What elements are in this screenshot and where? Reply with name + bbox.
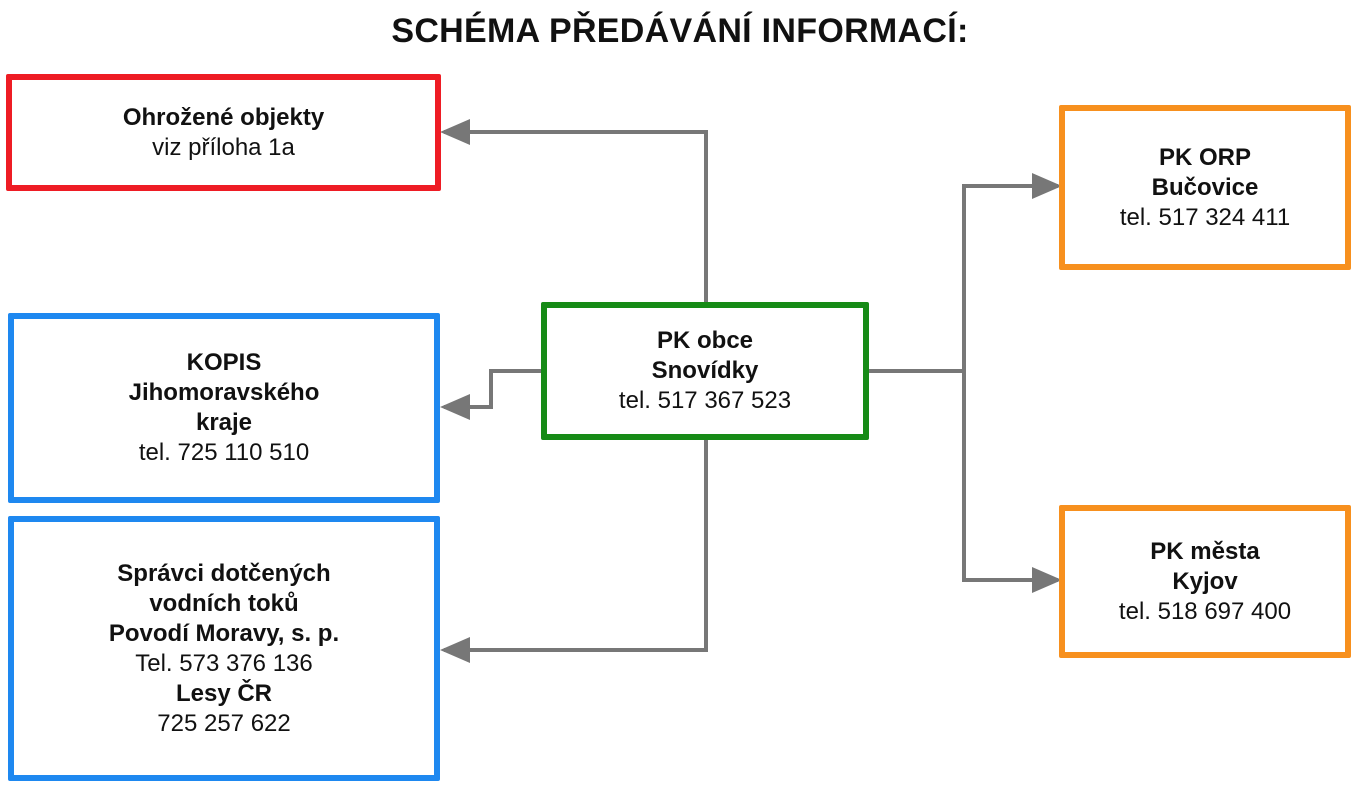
node-kopis-line2: Jihomoravského xyxy=(128,379,320,406)
node-pk-orp: PK ORP Bučovice tel. 517 324 411 xyxy=(1059,105,1351,270)
node-spravci: Správci dotčených vodních toků Povodí Mo… xyxy=(8,516,440,781)
node-kopis: KOPIS Jihomoravského kraje tel. 725 110 … xyxy=(8,313,440,503)
arrow-to-orp xyxy=(962,184,1058,371)
node-obec-phone: tel. 517 367 523 xyxy=(618,387,792,414)
node-orp-line2: Bučovice xyxy=(1151,173,1259,201)
arrowhead-mesto xyxy=(1032,567,1062,593)
node-spravci-phone1: Tel. 573 376 136 xyxy=(135,649,313,677)
arrow-to-ohrozene xyxy=(444,130,708,304)
node-kopis-phone: tel. 725 110 510 xyxy=(138,439,310,466)
arrowhead-kopis xyxy=(440,394,470,420)
node-ohrozene-note: viz příloha 1a xyxy=(152,133,295,161)
node-spravci-line2: vodních toků xyxy=(149,589,299,617)
node-pk-obce: PK obce Snovídky tel. 517 367 523 xyxy=(541,302,869,440)
node-spravci-line3: Povodí Moravy, s. p. xyxy=(108,619,340,647)
node-kopis-line3: kraje xyxy=(195,409,253,436)
node-mesto-line2: Kyjov xyxy=(1172,567,1238,595)
node-mesto-phone: tel. 518 697 400 xyxy=(1118,597,1292,625)
node-obec-line2: Snovídky xyxy=(651,357,759,384)
node-ohrozene-title: Ohrožené objekty xyxy=(122,103,325,131)
node-kopis-line1: KOPIS xyxy=(186,349,262,376)
arrow-to-mesto xyxy=(962,371,1058,582)
arrowhead-orp xyxy=(1032,173,1062,199)
arrowhead-spravci xyxy=(440,637,470,663)
node-orp-line1: PK ORP xyxy=(1158,143,1251,171)
node-orp-phone: tel. 517 324 411 xyxy=(1119,203,1291,231)
node-mesto-line1: PK města xyxy=(1150,537,1260,565)
arrow-to-spravci xyxy=(444,437,708,652)
node-pk-mesta: PK města Kyjov tel. 518 697 400 xyxy=(1059,505,1351,658)
node-ohrozene-objekty: Ohrožené objekty viz příloha 1a xyxy=(6,74,441,191)
node-spravci-line1: Správci dotčených xyxy=(117,559,331,587)
node-spravci-phone2: 725 257 622 xyxy=(157,709,291,737)
node-spravci-line4: Lesy ČR xyxy=(175,679,273,707)
node-obec-line1: PK obce xyxy=(656,327,754,354)
diagram-title: SCHÉMA PŘEDÁVÁNÍ INFORMACÍ: xyxy=(391,12,969,50)
arrowhead-ohrozene xyxy=(440,119,470,145)
